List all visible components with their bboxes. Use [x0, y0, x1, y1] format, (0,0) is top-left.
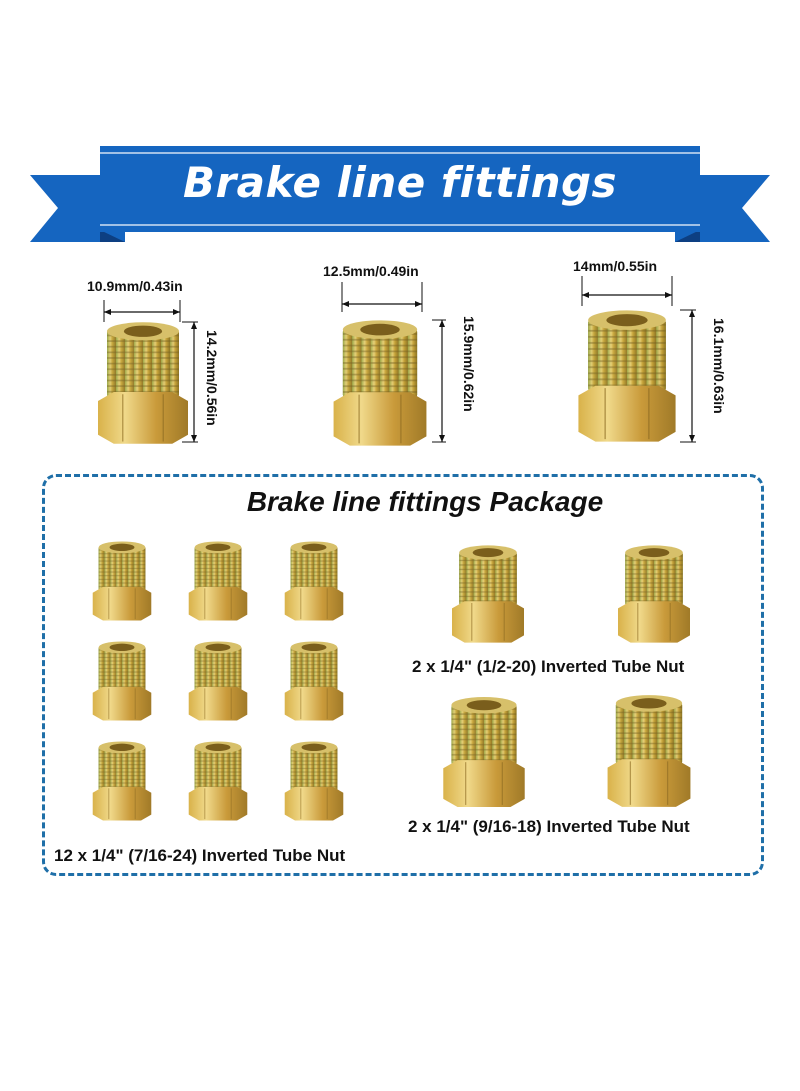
fitting-large-width-arrow [581, 276, 673, 306]
fitting-7-16-5 [188, 641, 248, 721]
fitting-half-20-a [451, 544, 525, 644]
page-title: Brake line fittings [182, 158, 618, 207]
package-title: Brake line fittings Package [246, 486, 604, 517]
fitting-large-width-label: 14mm/0.55in [573, 258, 658, 274]
fitting-half-20-b [617, 544, 691, 644]
fitting-7-16-9 [284, 741, 344, 821]
fitting-7-16-6 [284, 641, 344, 721]
fitting-small-height-arrow [191, 322, 197, 442]
fitting-7-16-7 [92, 741, 152, 821]
fitting-large-image [577, 309, 677, 443]
fitting-9-16-b [606, 694, 692, 808]
fitting-7-16-8 [188, 741, 248, 821]
caption-7-16: 12 x 1/4" (7/16-24) Inverted Tube Nut [54, 846, 346, 865]
fitting-large-height-arrow [680, 309, 696, 443]
fitting-7-16-2 [188, 541, 248, 621]
fitting-7-16-3 [284, 541, 344, 621]
caption-9-16: 2 x 1/4" (9/16-18) Inverted Tube Nut [408, 817, 690, 836]
fitting-large-height-label: 16.1mm/0.63in [711, 318, 727, 414]
fitting-medium-image [332, 319, 428, 447]
fitting-7-16-1 [92, 541, 152, 621]
fitting-9-16-a [442, 696, 526, 808]
fitting-7-16-4 [92, 641, 152, 721]
title-banner [30, 146, 770, 242]
fitting-small-dimension-lines [103, 300, 198, 443]
caption-half-20: 2 x 1/4" (1/2-20) Inverted Tube Nut [412, 657, 685, 676]
fitting-medium-height-label: 15.9mm/0.62in [461, 316, 477, 412]
fitting-medium-width-label: 12.5mm/0.49in [323, 263, 419, 279]
package-box [42, 474, 764, 876]
fitting-small-width-label: 10.9mm/0.43in [87, 278, 183, 294]
fitting-medium-width-arrow [341, 282, 423, 312]
fitting-medium-height-arrow [432, 319, 446, 443]
fitting-small-height-label: 14.2mm/0.56in [204, 330, 220, 426]
